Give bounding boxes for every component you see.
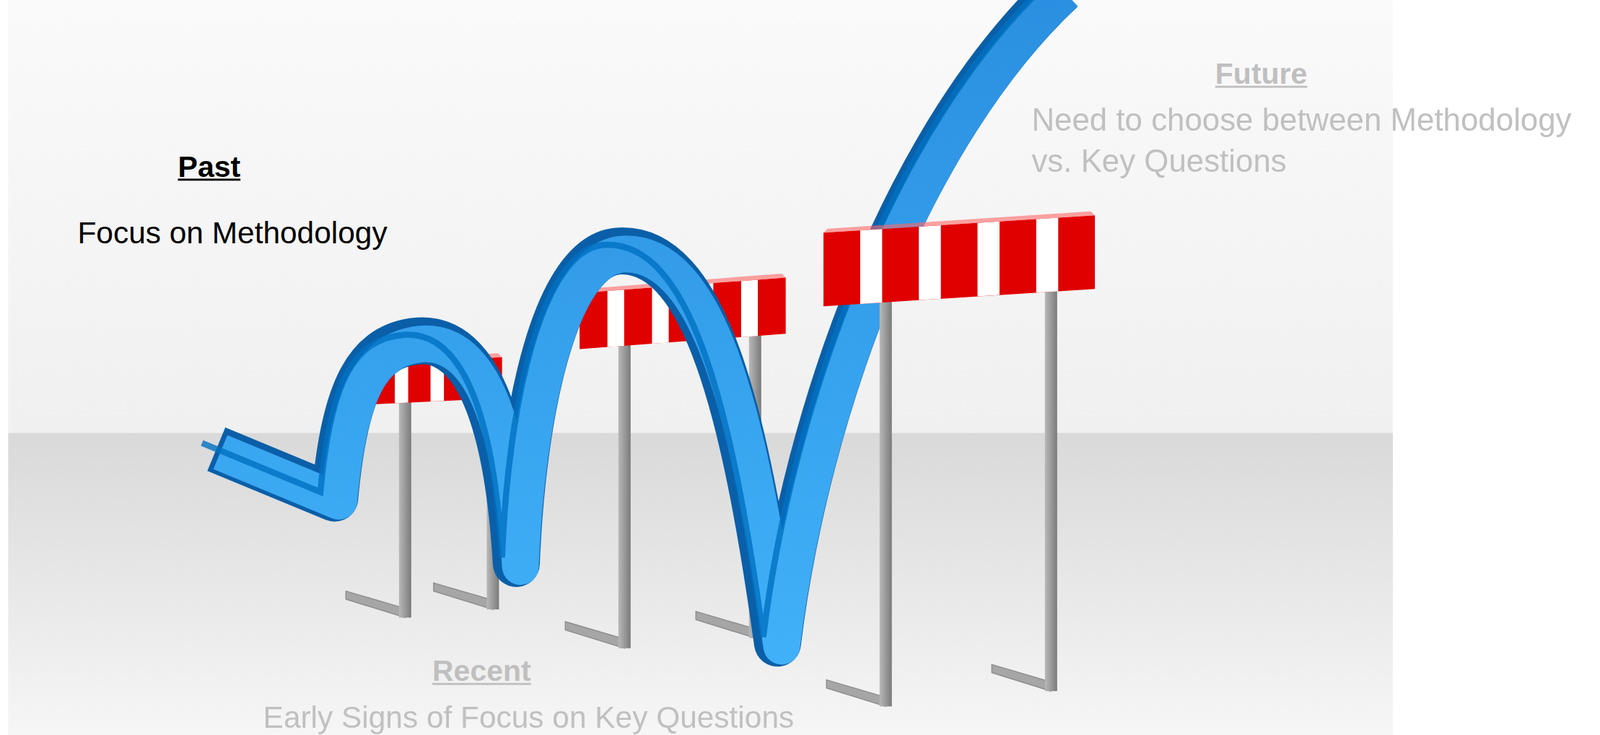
hurdle-foot: [991, 663, 1051, 691]
period-note: Focus on Methodology: [77, 212, 486, 254]
hurdle-leg: [879, 300, 893, 706]
period-heading: Future: [1159, 53, 1364, 95]
hurdle-stripe: [1036, 217, 1059, 294]
jump-arrow-edge: [216, 0, 1062, 644]
hurdle-leg: [1045, 285, 1058, 691]
hurdle-legs: [826, 285, 1058, 707]
hurdle-foot: [826, 679, 886, 707]
period-note: Need to choose between Methodology vs. K…: [1031, 100, 1598, 182]
hurdle-stripe: [860, 228, 882, 304]
hurdle-foot: [565, 621, 625, 649]
hurdle-bar-top: [823, 211, 1095, 234]
hurdle-foot: [695, 611, 755, 638]
hurdle-leg: [399, 397, 412, 618]
jump-arrow-body: [220, 0, 1066, 646]
hurdle-foot: [433, 582, 493, 610]
hurdle-foot: [345, 591, 405, 618]
period-heading: Past: [106, 145, 312, 187]
hurdle-stripe: [607, 289, 625, 347]
jump-arrow: [202, 0, 1066, 646]
hurdle-bar: [823, 211, 1095, 306]
floor: [7, 432, 1393, 735]
hurdle-stripe: [741, 279, 758, 337]
period-heading: Recent: [379, 650, 584, 692]
period-note: Early Signs of Focus on Key Questions: [222, 697, 835, 735]
hurdle-group: [823, 211, 1095, 707]
hurdle-stripe: [918, 225, 941, 301]
jump-arrow-rim: [202, 0, 1048, 637]
hurdle-stripe: [977, 221, 999, 297]
hurdle-leg: [618, 342, 631, 649]
